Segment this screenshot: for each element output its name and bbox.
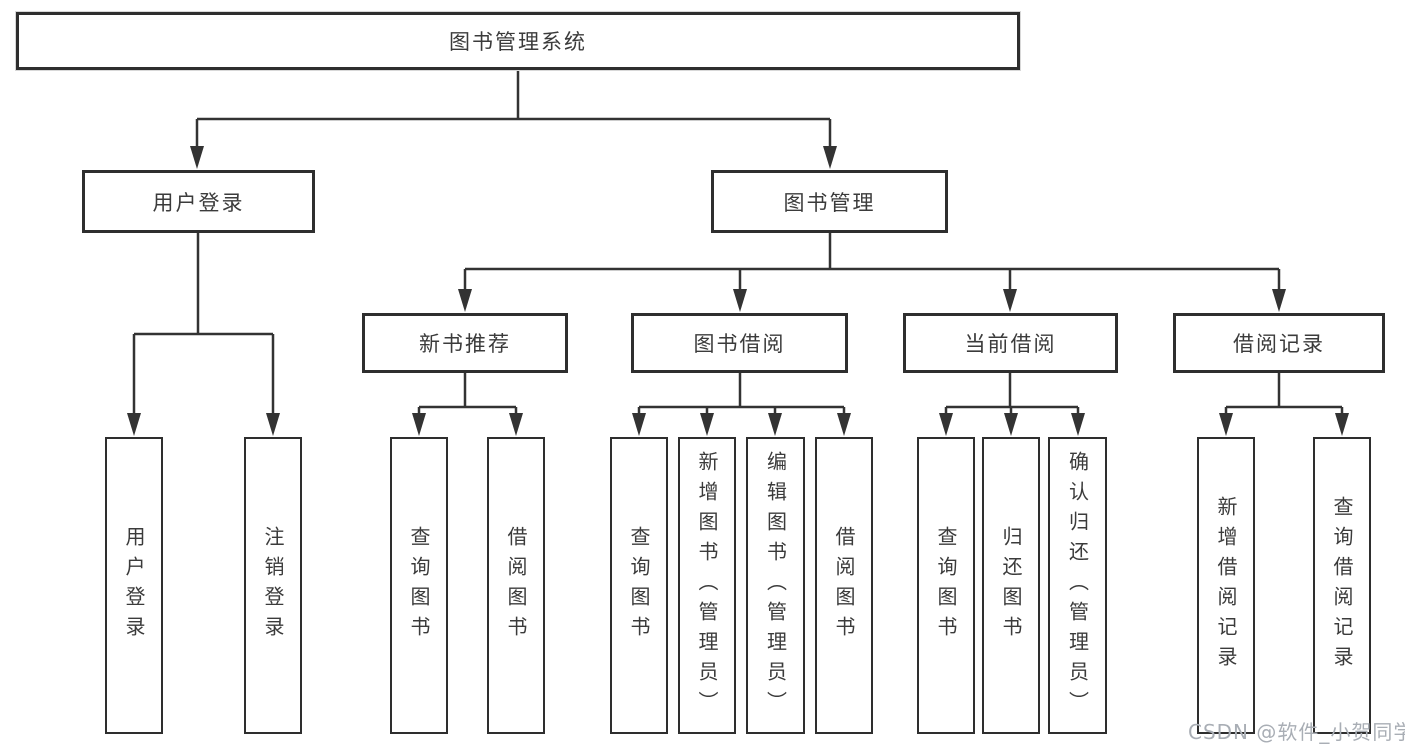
node-label: 查询图书 <box>934 525 958 646</box>
node-leaf-query-borrow-record: 查询借阅记录 <box>1313 437 1371 734</box>
node-label: 图书管理 <box>783 190 876 215</box>
node-user-login: 用户登录 <box>82 170 315 233</box>
node-label: 查询借阅记录 <box>1330 495 1354 676</box>
node-library-management-system: 图书管理系统 <box>16 12 1020 70</box>
node-label: 新增借阅记录 <box>1214 495 1238 676</box>
csdn-watermark: CSDN @软件_小贺同学 <box>1188 720 1405 744</box>
node-leaf-query-books-current: 查询图书 <box>917 437 975 734</box>
node-label: 编辑图书（管理员） <box>763 450 788 721</box>
node-leaf-borrow-books-recommend: 借阅图书 <box>487 437 545 734</box>
node-book-borrowing: 图书借阅 <box>631 313 848 373</box>
node-label: 用户登录 <box>152 190 245 215</box>
node-leaf-borrow-books: 借阅图书 <box>815 437 873 734</box>
node-label: 查询图书 <box>627 525 651 646</box>
node-label: 新书推荐 <box>419 332 511 356</box>
node-label: 图书借阅 <box>693 332 786 356</box>
node-new-book-recommendation: 新书推荐 <box>362 313 568 373</box>
node-label: 图书管理系统 <box>449 30 587 54</box>
node-label: 当前借阅 <box>964 332 1057 356</box>
node-leaf-return-books: 归还图书 <box>982 437 1040 734</box>
node-leaf-query-books-borrow: 查询图书 <box>610 437 668 734</box>
node-label: 确认归还（管理员） <box>1065 450 1090 721</box>
node-borrowing-records: 借阅记录 <box>1173 313 1385 373</box>
node-leaf-confirm-return-admin: 确认归还（管理员） <box>1048 437 1107 734</box>
node-book-management: 图书管理 <box>711 170 948 233</box>
node-label: 注销登录 <box>261 525 285 646</box>
node-label: 归还图书 <box>999 525 1023 646</box>
node-label: 用户登录 <box>122 525 146 646</box>
node-label: 借阅图书 <box>504 525 528 646</box>
node-current-borrowing: 当前借阅 <box>903 313 1118 373</box>
node-leaf-user-login: 用户登录 <box>105 437 163 734</box>
node-label: 查询图书 <box>407 525 431 646</box>
node-label: 借阅图书 <box>832 525 856 646</box>
node-leaf-query-books-recommend: 查询图书 <box>390 437 448 734</box>
node-leaf-add-books-admin: 新增图书（管理员） <box>678 437 736 734</box>
node-leaf-edit-books-admin: 编辑图书（管理员） <box>746 437 805 734</box>
node-label: 新增图书（管理员） <box>695 450 719 721</box>
node-leaf-add-borrow-record: 新增借阅记录 <box>1197 437 1255 734</box>
node-label: 借阅记录 <box>1233 332 1325 356</box>
node-leaf-logout: 注销登录 <box>244 437 302 734</box>
